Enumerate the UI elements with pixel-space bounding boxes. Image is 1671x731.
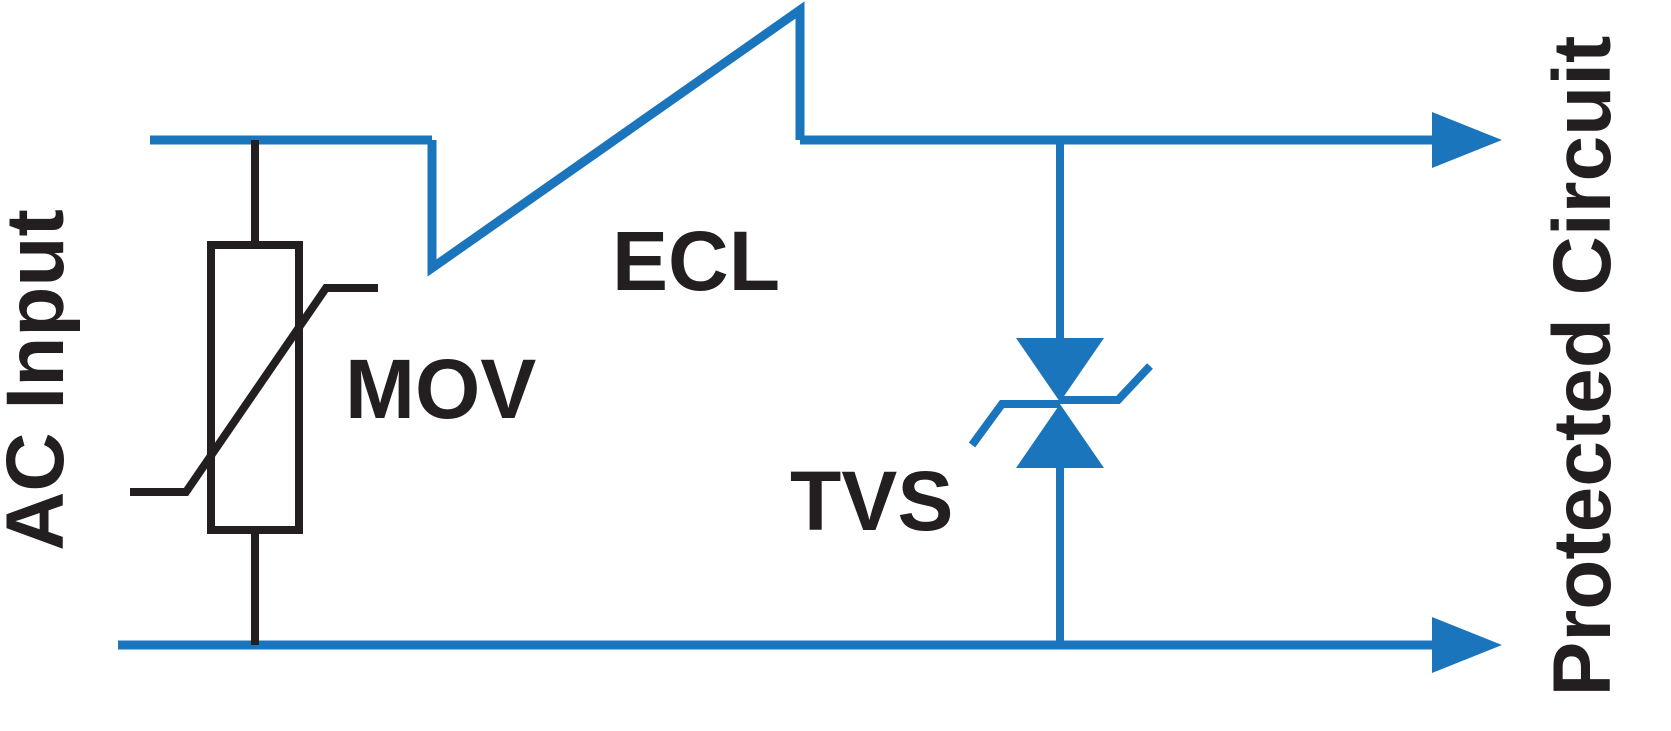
arrow-right-bottom-icon	[1432, 617, 1502, 673]
ac-input-label: AC Input	[0, 209, 81, 551]
ecl-label: ECL	[612, 214, 780, 308]
tvs-lower-triangle	[1016, 404, 1104, 468]
tvs-zener-wing-left	[968, 400, 1060, 448]
varistor-slash	[130, 284, 378, 496]
mov-label: MOV	[345, 342, 536, 436]
tvs-upper-triangle	[1016, 338, 1104, 402]
tvs-zener-wing-right	[1060, 363, 1153, 404]
protected-circuit-label: Protected Circuit	[1537, 36, 1628, 697]
mov-symbol	[130, 140, 378, 645]
ecl-surge-bolt	[427, 1, 805, 277]
tvs-diode-symbol	[968, 140, 1153, 645]
arrow-right-top-icon	[1432, 112, 1502, 168]
tvs-label: TVS	[790, 454, 953, 548]
